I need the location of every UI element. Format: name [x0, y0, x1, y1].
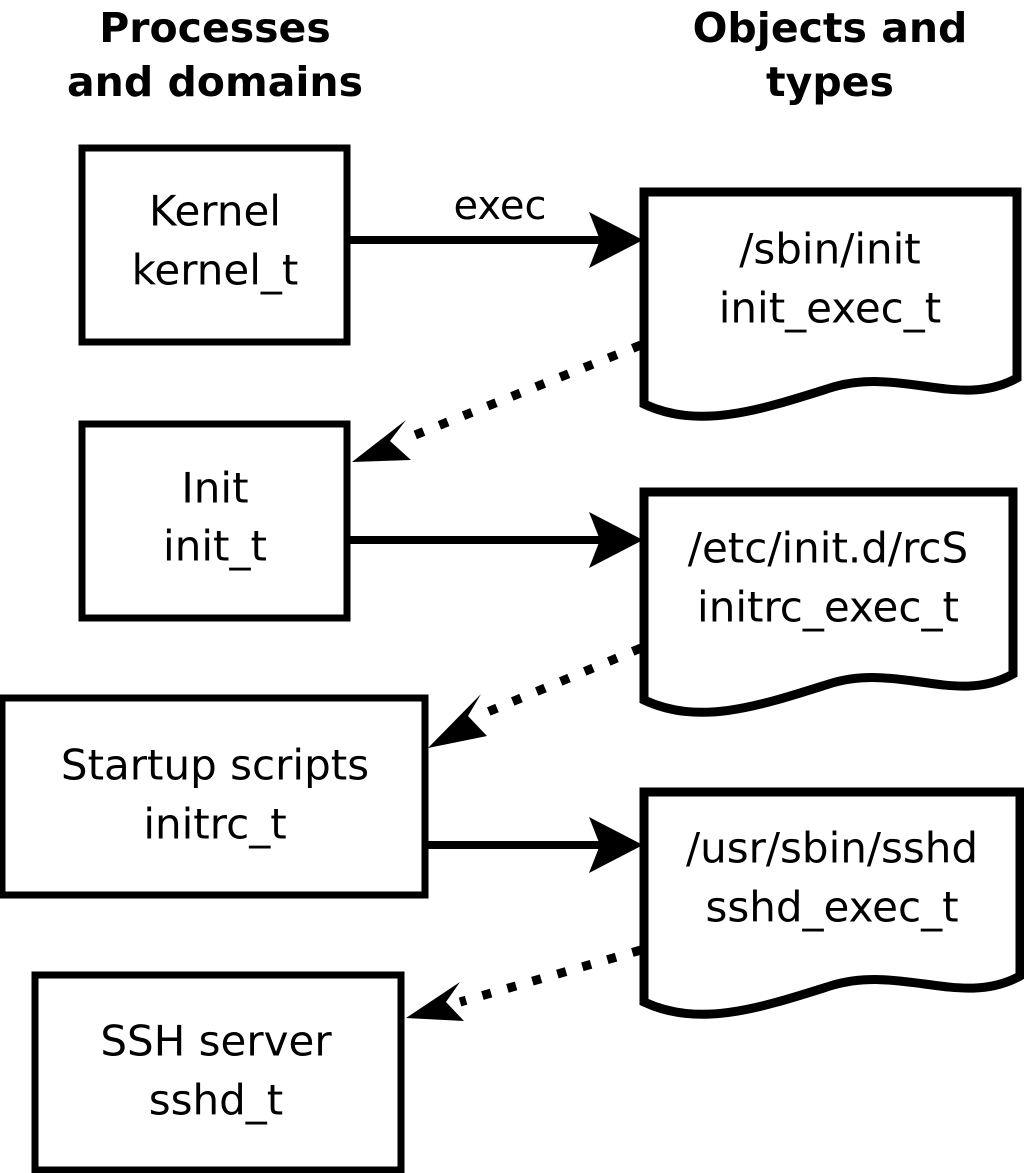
object-node-init_exec[interactable]: /sbin/init init_exec_t: [639, 187, 1022, 421]
object-node-initrc_exec-label: /etc/init.d/rcS: [688, 524, 968, 573]
object-node-init_exec-document-shape[interactable]: [639, 187, 1022, 421]
process-node-initrc-type: initrc_t: [143, 800, 286, 849]
process-node-sshd-label: SSH server: [100, 1017, 332, 1066]
arrowhead-init-exec: [589, 512, 643, 568]
process-node-sshd[interactable]: SSH server sshd_t: [31, 971, 405, 1173]
process-node-initrc-label: Startup scripts: [61, 741, 369, 790]
process-node-init-label: Init: [181, 464, 248, 513]
column-header-objects-line1: Objects and: [693, 4, 968, 52]
column-header-processes-line1: Processes: [99, 4, 331, 52]
process-node-kernel-label: Kernel: [149, 187, 281, 236]
edge-line-initrc_exec-transition: [476, 643, 643, 721]
object-node-sshd_exec-label: /usr/sbin/sshd: [686, 824, 978, 873]
arrowhead-init_exec-transition: [352, 420, 411, 462]
edge-initrc-exec-sshd_exec: [428, 817, 643, 873]
arrowhead-initrc-exec: [589, 817, 643, 873]
column-header-processes: Processes and domains: [67, 4, 363, 106]
process-node-sshd-box[interactable]: [31, 971, 405, 1173]
process-node-kernel[interactable]: Kernel kernel_t: [78, 144, 351, 346]
arrowhead-initrc_exec-transition: [428, 694, 487, 748]
process-node-kernel-type: kernel_t: [132, 246, 299, 295]
edge-kernel-exec-init_exec: exec: [350, 183, 643, 268]
process-node-initrc-box[interactable]: [0, 694, 429, 899]
process-node-sshd-type: sshd_t: [149, 1076, 284, 1125]
object-node-init_exec-label: /sbin/init: [739, 225, 921, 274]
object-node-sshd_exec-document-shape[interactable]: [639, 787, 1024, 1019]
edge-line-sshd_exec-transition: [458, 945, 643, 1007]
edge-sshd_exec-transition-sshd: [406, 945, 643, 1021]
arrowhead-kernel-exec: [589, 212, 643, 268]
edge-initrc_exec-transition-initrc: [428, 643, 643, 748]
column-header-objects-line2: types: [766, 58, 894, 106]
column-header-objects: Objects and types: [693, 4, 968, 106]
object-node-sshd_exec[interactable]: /usr/sbin/sshd sshd_exec_t: [639, 787, 1024, 1019]
column-header-processes-line2: and domains: [67, 58, 363, 106]
arrowhead-sshd_exec-transition: [406, 982, 464, 1021]
process-node-init-type: init_t: [163, 522, 267, 571]
process-node-init[interactable]: Init init_t: [78, 420, 351, 622]
object-node-initrc_exec-document-shape[interactable]: [639, 487, 1018, 717]
object-node-initrc_exec-type: initrc_exec_t: [697, 583, 959, 632]
edge-label-exec: exec: [454, 183, 547, 229]
object-node-init_exec-type: init_exec_t: [719, 284, 942, 333]
process-node-initrc[interactable]: Startup scripts initrc_t: [0, 694, 429, 899]
edge-init-exec-initrc_exec: [350, 512, 643, 568]
edge-init_exec-transition-init: [352, 340, 643, 462]
process-node-kernel-box[interactable]: [78, 144, 351, 346]
object-node-initrc_exec[interactable]: /etc/init.d/rcS initrc_exec_t: [639, 487, 1018, 717]
edge-line-init_exec-transition: [398, 340, 643, 446]
process-node-init-box[interactable]: [78, 420, 351, 622]
object-node-sshd_exec-type: sshd_exec_t: [705, 883, 958, 932]
